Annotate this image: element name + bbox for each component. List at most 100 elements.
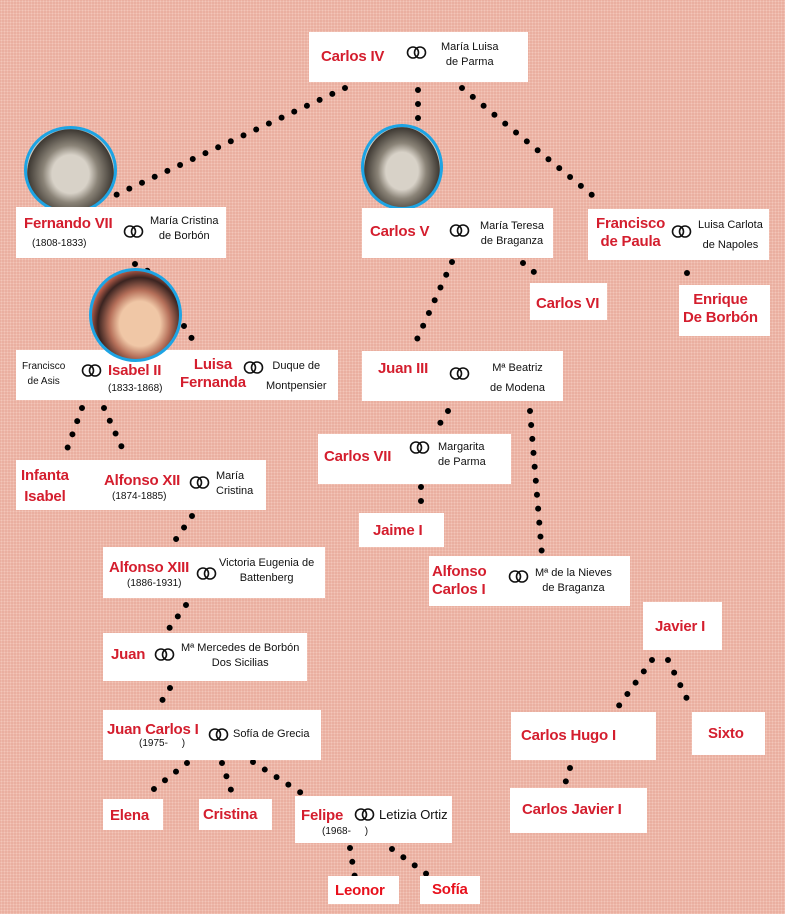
person-name: Carlos V [370,223,430,240]
connector [142,760,190,799]
person-name: Sofía [432,881,468,898]
node-sofia: Sofía [420,876,480,904]
reign-dates: (1874-1885) [112,491,167,502]
person-name: Carlos VI [536,295,600,312]
person-name: Javier I [655,618,706,635]
person-name: Juan III [378,360,429,377]
spouse-name: Letizia Ortiz [379,807,448,822]
connector [155,685,173,710]
portrait-isabel-ii [89,268,182,362]
wedding-rings-icon [507,570,531,583]
reign-dates: (1886-1931) [127,578,182,589]
connector [219,760,236,799]
node-carlos-vi: Carlos VI [530,283,607,320]
connector [389,846,431,878]
reign-dates: (1833-1868) [108,383,163,394]
connector [520,260,543,280]
reign-dates: (1968- ) [322,826,369,837]
person-name: Sixto [708,725,744,742]
node-carlos-javier-i: Carlos Javier I [510,788,647,833]
wedding-rings-icon [405,46,429,59]
node-leonor: Leonor [328,876,399,904]
person-name: Juan [111,646,146,663]
node-alfonso-xiii: Alfonso XIII (1886-1931) Victoria Eugeni… [103,547,325,598]
person-name: Felipe [301,807,344,824]
connector [250,759,309,799]
person-name: Elena [110,807,150,824]
connector [181,323,199,348]
person-name: Alfonso XIII [109,559,190,576]
person-name: Carlos Hugo I [521,727,616,744]
wedding-rings-icon [670,225,694,238]
connector [63,405,85,455]
person-name: Jaime I [373,522,423,539]
connector [347,845,358,881]
connector [434,408,451,431]
connector [527,408,545,558]
connector [459,85,601,203]
person-name: Juan Carlos I [107,721,199,738]
wedding-rings-icon [195,567,219,580]
wedding-rings-icon [448,367,472,380]
person-name: Fernando VII [24,215,113,232]
person-name: Alfonso XII [104,472,181,489]
reign-dates: (1808-1833) [32,238,87,249]
portrait-carlos-v [361,124,443,210]
node-jaime-i: Jaime I [359,513,444,547]
node-carlos-hugo-i: Carlos Hugo I [511,712,656,760]
connector [615,657,655,710]
person-name: Carlos IV [321,48,385,65]
connector [411,259,455,349]
wedding-rings-icon [353,808,377,821]
connector [101,405,127,455]
connector [102,85,348,203]
reign-dates: (1975- ) [139,738,186,749]
wedding-rings-icon [188,476,212,489]
wedding-rings-icon [207,728,231,741]
connector [665,657,693,708]
node-juan-carlos-i: Juan Carlos I (1975- ) Sofía de Grecia [103,710,321,760]
node-sixto: Sixto [692,712,765,755]
wedding-rings-icon [448,224,472,237]
wedding-rings-icon [153,648,177,661]
person-name: Carlos Javier I [522,801,622,818]
node-elena: Elena [103,799,163,830]
connector [165,602,189,633]
portrait-fernando-vii [24,126,117,214]
node-javier-i: Javier I [643,602,722,650]
wedding-rings-icon [408,441,432,454]
person-name: Carlos VII [324,448,392,465]
node-felipe: Felipe (1968- ) Letizia Ortiz [295,796,452,843]
wedding-rings-icon [122,225,146,238]
node-cristina: Cristina [199,799,272,830]
wedding-rings-icon [80,364,104,377]
wedding-rings-icon [242,361,266,374]
